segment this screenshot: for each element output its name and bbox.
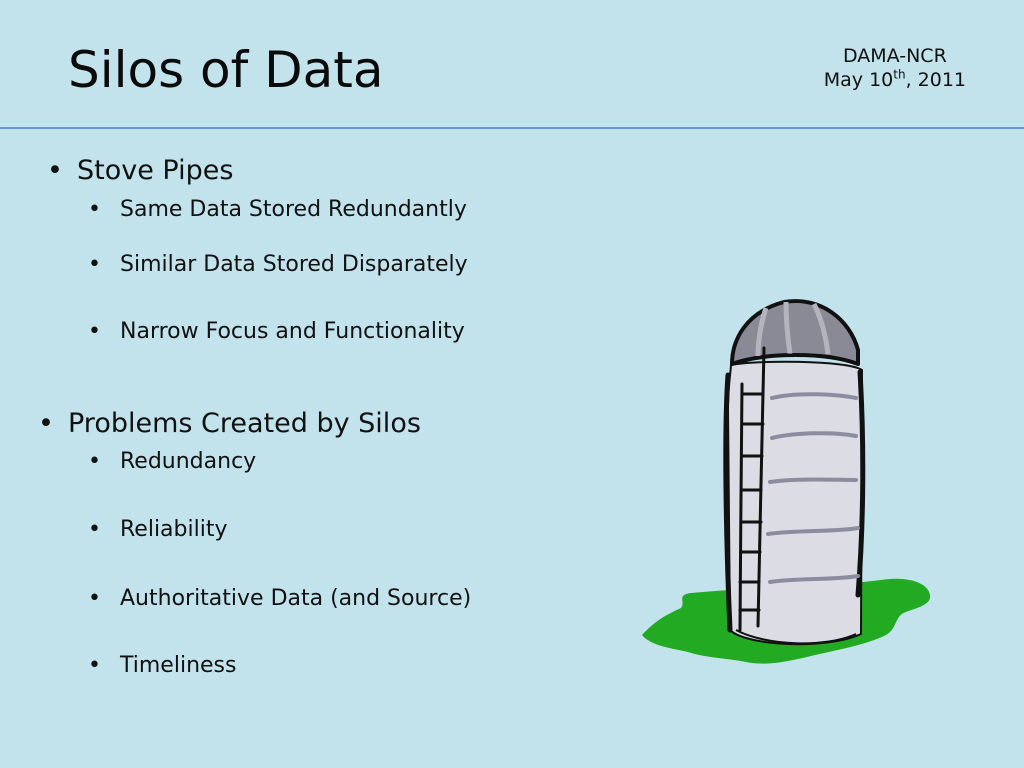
date-rest: , 2011: [905, 69, 966, 91]
bullet-text: Same Data Stored Redundantly: [120, 197, 467, 222]
date-prefix: May 10: [823, 69, 894, 91]
bullet-dot: •: [88, 653, 101, 678]
slide-title: Silos of Data: [68, 41, 384, 99]
bullet-text: Stove Pipes: [77, 155, 234, 186]
title-divider: [0, 127, 1024, 129]
date-label: May 10th, 2011: [824, 68, 966, 92]
bullet-dot: •: [88, 252, 101, 277]
bullet-text: Problems Created by Silos: [68, 408, 421, 439]
sub-bullet: • Timeliness: [88, 651, 237, 681]
sub-bullet: • Same Data Stored Redundantly: [88, 195, 467, 225]
sub-bullet: • Narrow Focus and Functionality: [88, 317, 465, 347]
bullet-stove-pipes: • Stove Pipes: [47, 154, 234, 188]
bullet-dot: •: [88, 517, 101, 542]
bullet-text: Similar Data Stored Disparately: [120, 252, 468, 277]
sub-bullet: • Similar Data Stored Disparately: [88, 250, 468, 280]
bullet-text: Authoritative Data (and Source): [120, 586, 472, 611]
bullet-dot: •: [88, 586, 101, 611]
date-suffix: th: [893, 67, 906, 82]
sub-bullet: • Redundancy: [88, 447, 257, 477]
bullet-dot: •: [88, 449, 101, 474]
bullet-dot: •: [47, 155, 63, 186]
sub-bullet: • Authoritative Data (and Source): [88, 584, 472, 614]
ladder: [738, 346, 766, 632]
header-meta: DAMA-NCR May 10th, 2011: [824, 44, 966, 92]
bullet-problems: • Problems Created by Silos: [38, 407, 421, 441]
bullet-dot: •: [38, 408, 54, 439]
bullet-text: Reliability: [120, 517, 228, 542]
sub-bullet: • Reliability: [88, 515, 228, 545]
bullet-text: Redundancy: [120, 449, 257, 474]
bullet-text: Timeliness: [120, 653, 237, 678]
bullet-dot: •: [88, 197, 101, 222]
silo-body: [726, 360, 864, 646]
bullet-text: Narrow Focus and Functionality: [120, 319, 465, 344]
bullet-dot: •: [88, 319, 101, 344]
organization-label: DAMA-NCR: [842, 45, 947, 67]
grain-silo-clipart: [642, 299, 931, 664]
